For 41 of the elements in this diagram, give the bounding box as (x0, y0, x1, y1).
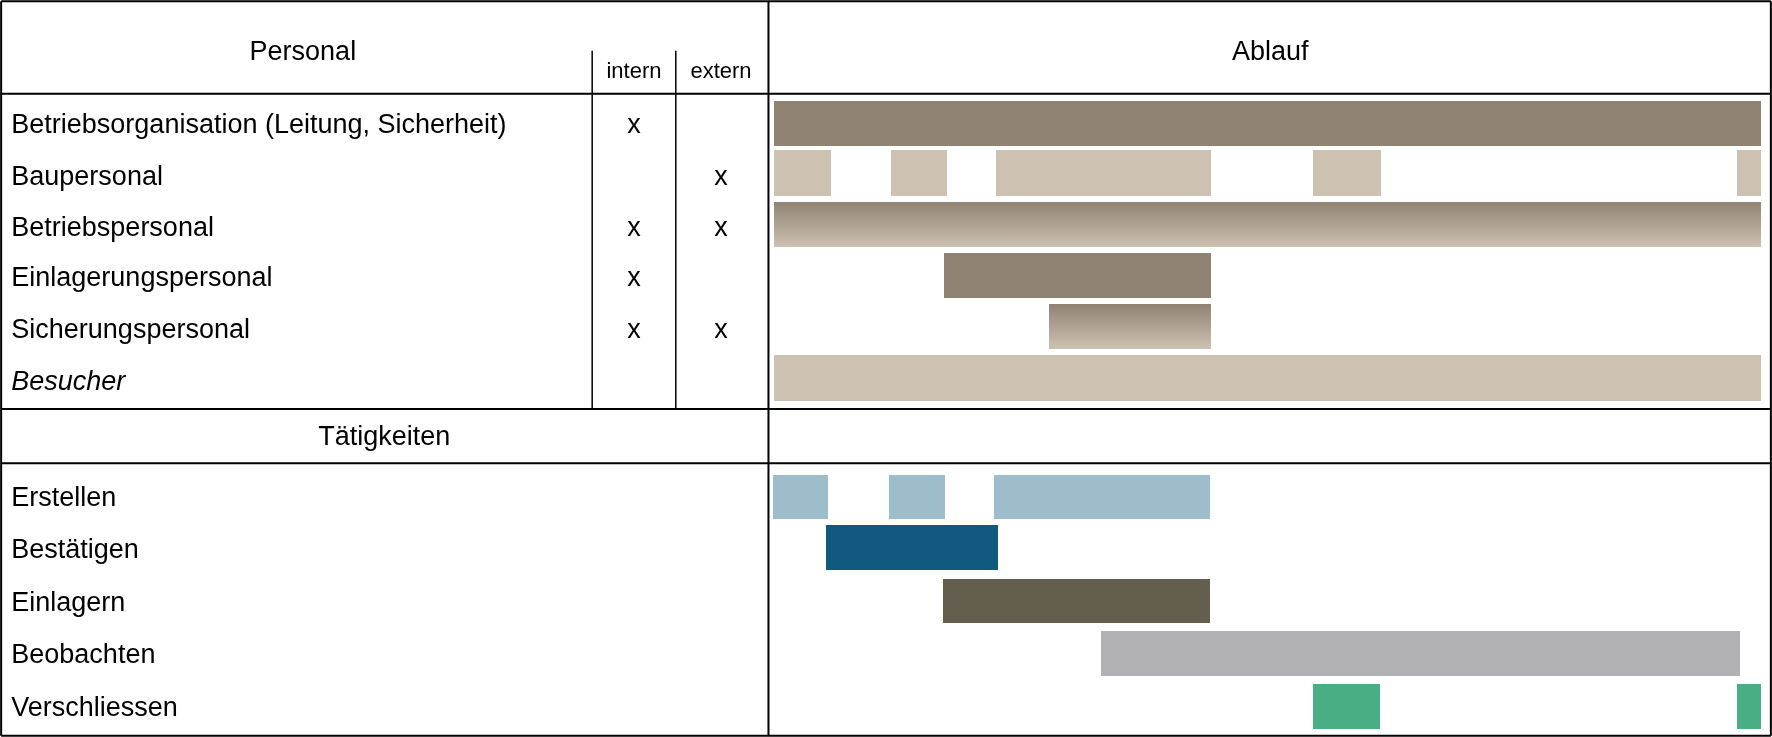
check-mark: x (714, 162, 728, 190)
row-label: Bestätigen (11, 535, 139, 563)
schedule-bar (774, 150, 831, 196)
check-mark: x (627, 263, 641, 291)
schedule-bar (1736, 683, 1761, 729)
column-header: Ablauf (1231, 37, 1309, 65)
column-header: Personal (249, 37, 357, 65)
schedule-bar (774, 202, 1761, 248)
row-label: Einlagerungspersonal (11, 263, 273, 291)
schedule-bar (1313, 150, 1381, 196)
schedule-bar (1100, 630, 1741, 676)
check-mark: x (627, 110, 641, 138)
schedule-bar (994, 474, 1211, 519)
schedule-bar (1736, 150, 1761, 196)
row-label: Baupersonal (11, 162, 163, 190)
row-label: Erstellen (11, 483, 117, 511)
column-header: extern (690, 60, 752, 83)
check-mark: x (714, 315, 728, 343)
row-label: Verschliessen (11, 693, 178, 721)
schedule-bar (826, 525, 998, 570)
schedule-bar (1313, 683, 1380, 729)
schedule-bar (889, 474, 945, 519)
schedule-bar (774, 354, 1761, 402)
row-label: Betriebsorganisation (Leitung, Sicherheit) (11, 110, 507, 138)
schedule-bar (774, 100, 1761, 146)
check-mark: x (714, 213, 728, 241)
section-header: Tätigkeiten (318, 422, 451, 450)
column-header: intern (606, 60, 662, 83)
schedule-bar (890, 150, 947, 196)
schedule-bar (942, 578, 1211, 623)
schedule-bar (1048, 304, 1212, 350)
check-mark: x (627, 315, 641, 343)
row-label: Sicherungspersonal (11, 315, 250, 343)
schedule-bar (943, 253, 1212, 299)
row-label: Beobachten (11, 640, 156, 668)
schedule-bar (773, 474, 829, 519)
row-label: Betriebspersonal (11, 213, 214, 241)
row-label: Einlagern (11, 588, 126, 616)
check-mark: x (627, 213, 641, 241)
row-label: Besucher (11, 367, 126, 395)
schedule-bar (995, 150, 1212, 196)
